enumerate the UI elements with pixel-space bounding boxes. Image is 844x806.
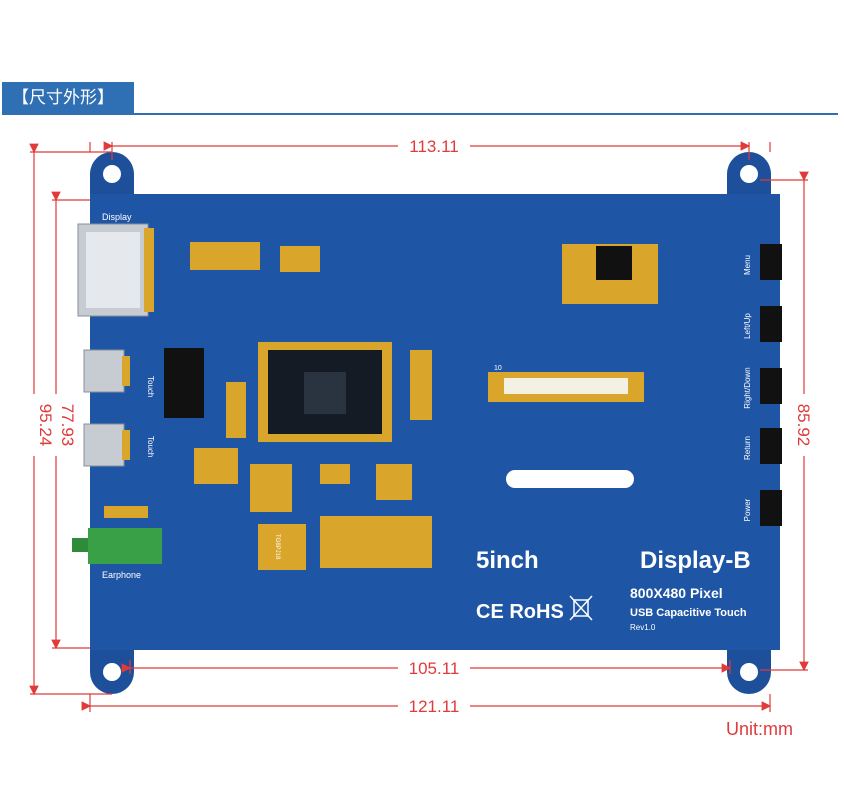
board-slot	[506, 470, 634, 488]
touch-port-label-2: Touch	[146, 436, 155, 457]
header-divider	[2, 113, 838, 115]
button-label-right-down: Right/Down	[743, 367, 752, 408]
button-label-return: Return	[743, 436, 752, 460]
display-port-label: Display	[102, 212, 132, 222]
earphone-label: Earphone	[102, 570, 141, 580]
model-name: Display-B	[640, 547, 751, 574]
usb-touch-port-1	[83, 349, 130, 393]
touch-type-text: USB Capacitive Touch	[630, 607, 747, 619]
button-label-menu: Menu	[743, 255, 752, 275]
button-label-power: Power	[743, 498, 752, 521]
ic-marking: TG8PJ18	[274, 534, 280, 560]
section-title: 【尺寸外形】	[12, 88, 114, 108]
hdmi-port	[77, 223, 154, 317]
small-components	[104, 242, 658, 570]
usb-touch-port-2	[83, 423, 130, 467]
resolution-text: 800X480 Pixel	[630, 585, 723, 601]
earphone-jack	[72, 528, 162, 564]
main-controller-chip	[258, 342, 392, 442]
dimension-top-width: 113.11	[409, 137, 458, 156]
dimension-left-overall-height: 95.24	[36, 404, 55, 447]
button-label-left-up: Left/Up	[743, 313, 752, 339]
touch-port-label-1: Touch	[146, 376, 155, 397]
unit-label: Unit:mm	[726, 719, 793, 739]
dimension-lines	[29, 141, 809, 712]
dimension-overall-width: 121.11	[409, 697, 460, 716]
side-buttons	[760, 244, 782, 526]
certification-marks: CE RoHS	[476, 601, 564, 623]
product-name: 5inch	[476, 547, 539, 574]
fpc-connector	[488, 372, 644, 402]
revision-text: Rev1.0	[630, 623, 656, 632]
dimension-inner-width: 105.11	[409, 659, 460, 678]
dimension-right-height: 85.92	[794, 404, 813, 447]
section-header-tab: 【尺寸外形】	[2, 82, 134, 114]
dimension-left-inner-height: 77.93	[58, 404, 77, 447]
weee-bin-icon	[569, 595, 593, 621]
fpc-pin-label: 10	[494, 365, 502, 372]
